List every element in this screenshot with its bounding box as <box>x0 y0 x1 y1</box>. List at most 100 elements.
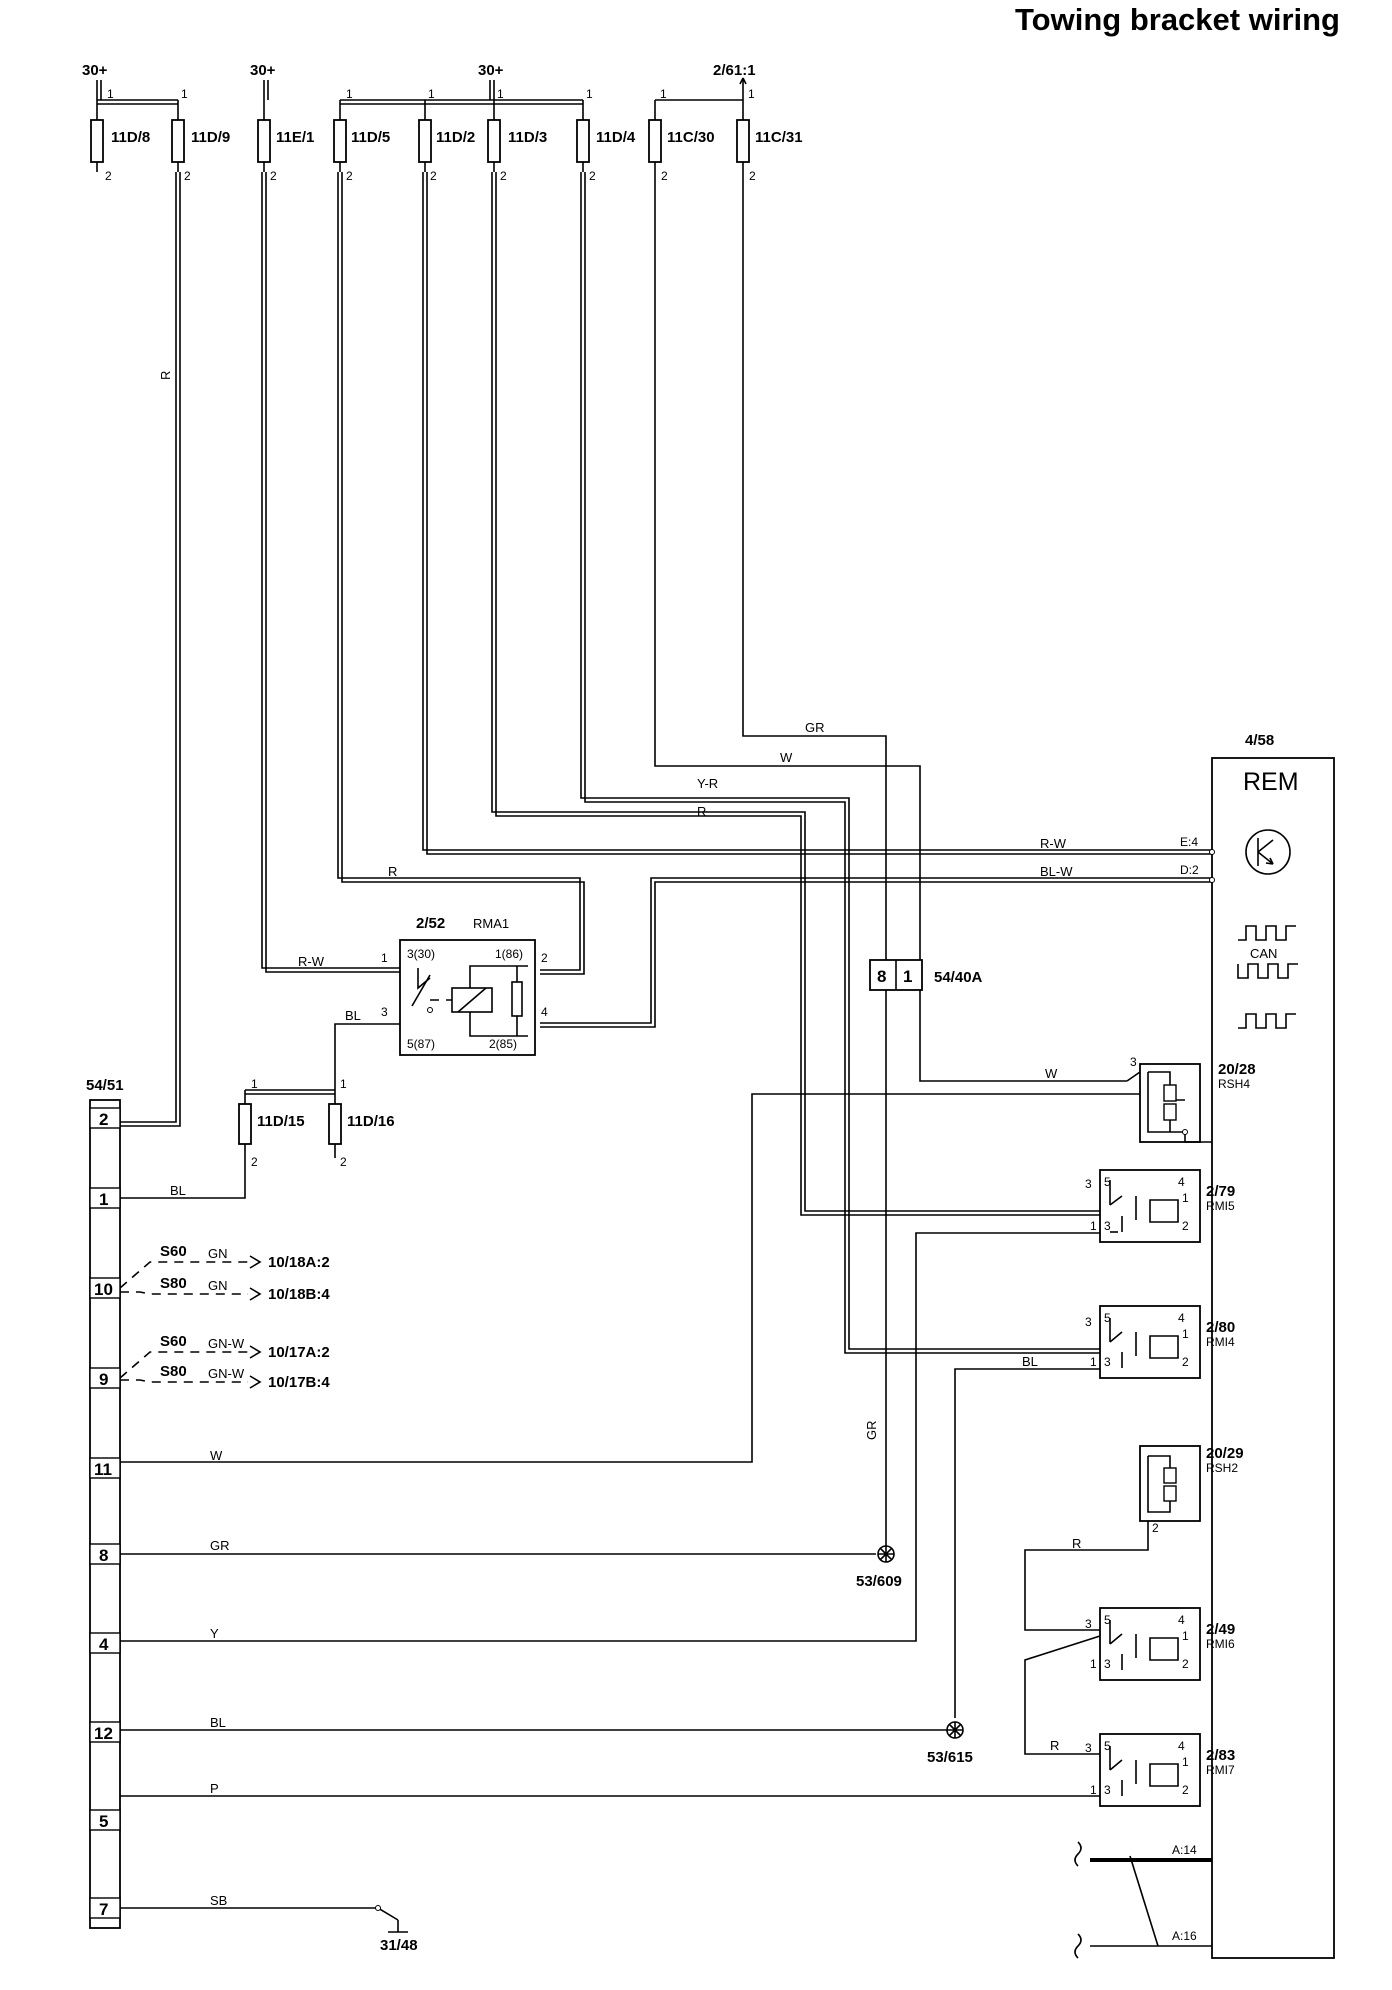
can-signal-icon <box>1237 925 1298 1029</box>
svg-text:3: 3 <box>1104 1219 1111 1233</box>
fuse-11d9 <box>171 119 185 163</box>
svg-text:R-W: R-W <box>298 954 325 969</box>
svg-text:3(30): 3(30) <box>407 947 435 961</box>
fuse-row <box>90 119 750 172</box>
svg-text:GN: GN <box>208 1278 228 1293</box>
svg-text:GN-W: GN-W <box>208 1336 245 1351</box>
svg-text:S80: S80 <box>160 1275 187 1292</box>
svg-text:1: 1 <box>1182 1629 1189 1643</box>
svg-text:BL: BL <box>345 1008 361 1023</box>
svg-text:2: 2 <box>1152 1521 1159 1535</box>
svg-text:R: R <box>388 864 397 879</box>
fuse-11d8 <box>90 119 104 163</box>
socket-pin-10: 10 <box>94 1280 113 1299</box>
transistor-icon <box>1245 829 1291 875</box>
svg-text:1: 1 <box>340 1077 347 1091</box>
socket-pin-cells <box>89 1107 121 1919</box>
svg-text:5: 5 <box>1104 1175 1111 1189</box>
svg-text:Y: Y <box>210 1626 219 1641</box>
svg-text:3: 3 <box>1085 1617 1092 1631</box>
svg-text:2: 2 <box>430 169 437 183</box>
relay-name: RMA1 <box>473 916 509 931</box>
svg-text:2: 2 <box>661 169 668 183</box>
fuse-11d15 <box>238 1103 252 1145</box>
ground-label-31-48: 31/48 <box>380 1937 418 1954</box>
svg-text:BL: BL <box>210 1715 226 1730</box>
svg-text:3: 3 <box>1085 1177 1092 1191</box>
svg-text:R: R <box>1050 1738 1059 1753</box>
svg-text:4: 4 <box>1178 1175 1185 1189</box>
svg-text:1: 1 <box>428 87 435 101</box>
ground-53-615 <box>946 1721 964 1739</box>
supply-label-2: 30+ <box>250 62 276 79</box>
fuse-11d3 <box>487 119 501 163</box>
svg-text:E:4: E:4 <box>1180 835 1198 849</box>
socket-ref: 54/51 <box>86 1077 124 1094</box>
svg-text:2/80: 2/80 <box>1206 1319 1235 1336</box>
fuse-label-11d16: 11D/16 <box>347 1113 395 1130</box>
svg-text:S60: S60 <box>160 1333 187 1350</box>
svg-text:1: 1 <box>381 951 388 965</box>
svg-text:3: 3 <box>1104 1783 1111 1797</box>
svg-text:2: 2 <box>1182 1783 1189 1797</box>
svg-text:1: 1 <box>903 967 912 986</box>
svg-text:10/17B:4: 10/17B:4 <box>268 1374 330 1391</box>
rem-a-inputs <box>1074 1841 1212 1959</box>
svg-text:A:16: A:16 <box>1172 1929 1197 1943</box>
svg-text:RSH4: RSH4 <box>1218 1077 1250 1091</box>
svg-text:2(85): 2(85) <box>489 1037 517 1051</box>
svg-text:S60: S60 <box>160 1243 187 1260</box>
svg-text:1: 1 <box>497 87 504 101</box>
component-rmi7 <box>1099 1733 1201 1807</box>
svg-text:1: 1 <box>1182 1755 1189 1769</box>
svg-text:1: 1 <box>1090 1355 1097 1369</box>
ground-label-53-615: 53/615 <box>927 1749 973 1766</box>
svg-text:RMI7: RMI7 <box>1206 1763 1235 1777</box>
svg-text:1: 1 <box>748 87 755 101</box>
supply-label-4: 2/61:1 <box>713 62 756 79</box>
fuse-label-11c31: 11C/31 <box>755 129 803 146</box>
variant-links <box>119 1255 262 1389</box>
svg-text:R-W: R-W <box>1040 836 1067 851</box>
svg-text:2: 2 <box>589 169 596 183</box>
splice-connector-ref: 54/40A <box>934 969 983 986</box>
svg-text:5: 5 <box>1104 1311 1111 1325</box>
svg-text:2: 2 <box>1182 1355 1189 1369</box>
svg-text:SB: SB <box>210 1893 227 1908</box>
ground-label-53-609: 53/609 <box>856 1573 902 1590</box>
svg-text:BL: BL <box>1022 1354 1038 1369</box>
socket-pin-12: 12 <box>94 1724 113 1743</box>
svg-text:3: 3 <box>1104 1657 1111 1671</box>
svg-text:1: 1 <box>251 1077 258 1091</box>
svg-text:A:14: A:14 <box>1172 1843 1197 1857</box>
svg-text:GR: GR <box>805 720 825 735</box>
svg-text:2: 2 <box>184 169 191 183</box>
svg-text:4: 4 <box>1178 1613 1185 1627</box>
svg-text:GN-W: GN-W <box>208 1366 245 1381</box>
svg-text:BL: BL <box>170 1183 186 1198</box>
svg-text:W: W <box>210 1448 223 1463</box>
svg-text:3: 3 <box>1085 1741 1092 1755</box>
fuse-label-11d3: 11D/3 <box>508 129 547 146</box>
socket-pin-11: 11 <box>94 1460 112 1479</box>
svg-text:S80: S80 <box>160 1363 187 1380</box>
component-rmi4 <box>1099 1305 1201 1379</box>
svg-text:R: R <box>1072 1536 1081 1551</box>
socket-pin-4: 4 <box>99 1635 109 1654</box>
component-rsh2 <box>1139 1445 1201 1522</box>
socket-pin-5: 5 <box>99 1812 108 1831</box>
svg-text:2: 2 <box>1182 1657 1189 1671</box>
svg-text:2: 2 <box>340 1155 347 1169</box>
svg-text:1: 1 <box>1182 1327 1189 1341</box>
svg-text:RMI6: RMI6 <box>1206 1637 1235 1651</box>
svg-text:RMI4: RMI4 <box>1206 1335 1235 1349</box>
svg-text:10/17A:2: 10/17A:2 <box>268 1344 330 1361</box>
svg-text:2: 2 <box>541 951 548 965</box>
svg-text:4: 4 <box>1178 1311 1185 1325</box>
rem-name: REM <box>1243 768 1299 796</box>
svg-text:1: 1 <box>1090 1783 1097 1797</box>
svg-text:1: 1 <box>1090 1657 1097 1671</box>
svg-text:3: 3 <box>1085 1315 1092 1329</box>
fuse-label-11d8: 11D/8 <box>111 129 150 146</box>
harness-wires <box>120 172 1212 1554</box>
